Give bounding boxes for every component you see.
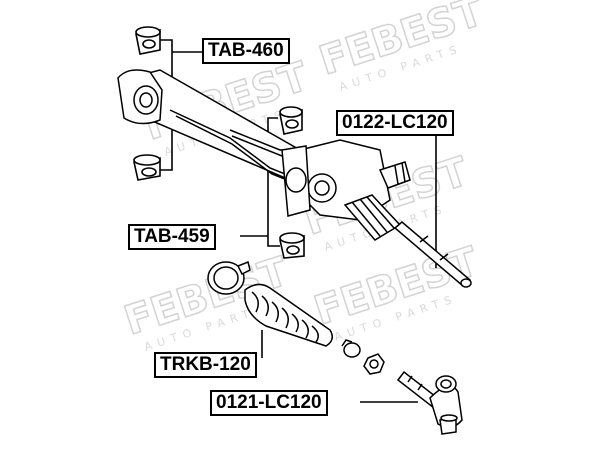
bushing-tab-460-bottom [133, 154, 161, 181]
bushing-tab-459-top [279, 106, 303, 135]
tie-rod-end-0121-lc120 [396, 370, 463, 435]
steering-rack-assembly [117, 69, 472, 288]
label-tab-460: TAB-460 [202, 38, 290, 64]
bushing-tab-459-bottom [279, 232, 305, 259]
label-trkb-120: TRKB-120 [154, 352, 257, 378]
label-tab-459: TAB-459 [128, 224, 216, 250]
label-0122-lc120: 0122-LC120 [336, 110, 454, 136]
boot-kit-trkb-120 [207, 260, 385, 375]
label-0121-lc120: 0121-LC120 [210, 390, 328, 416]
bushing-tab-460-top [135, 26, 161, 55]
